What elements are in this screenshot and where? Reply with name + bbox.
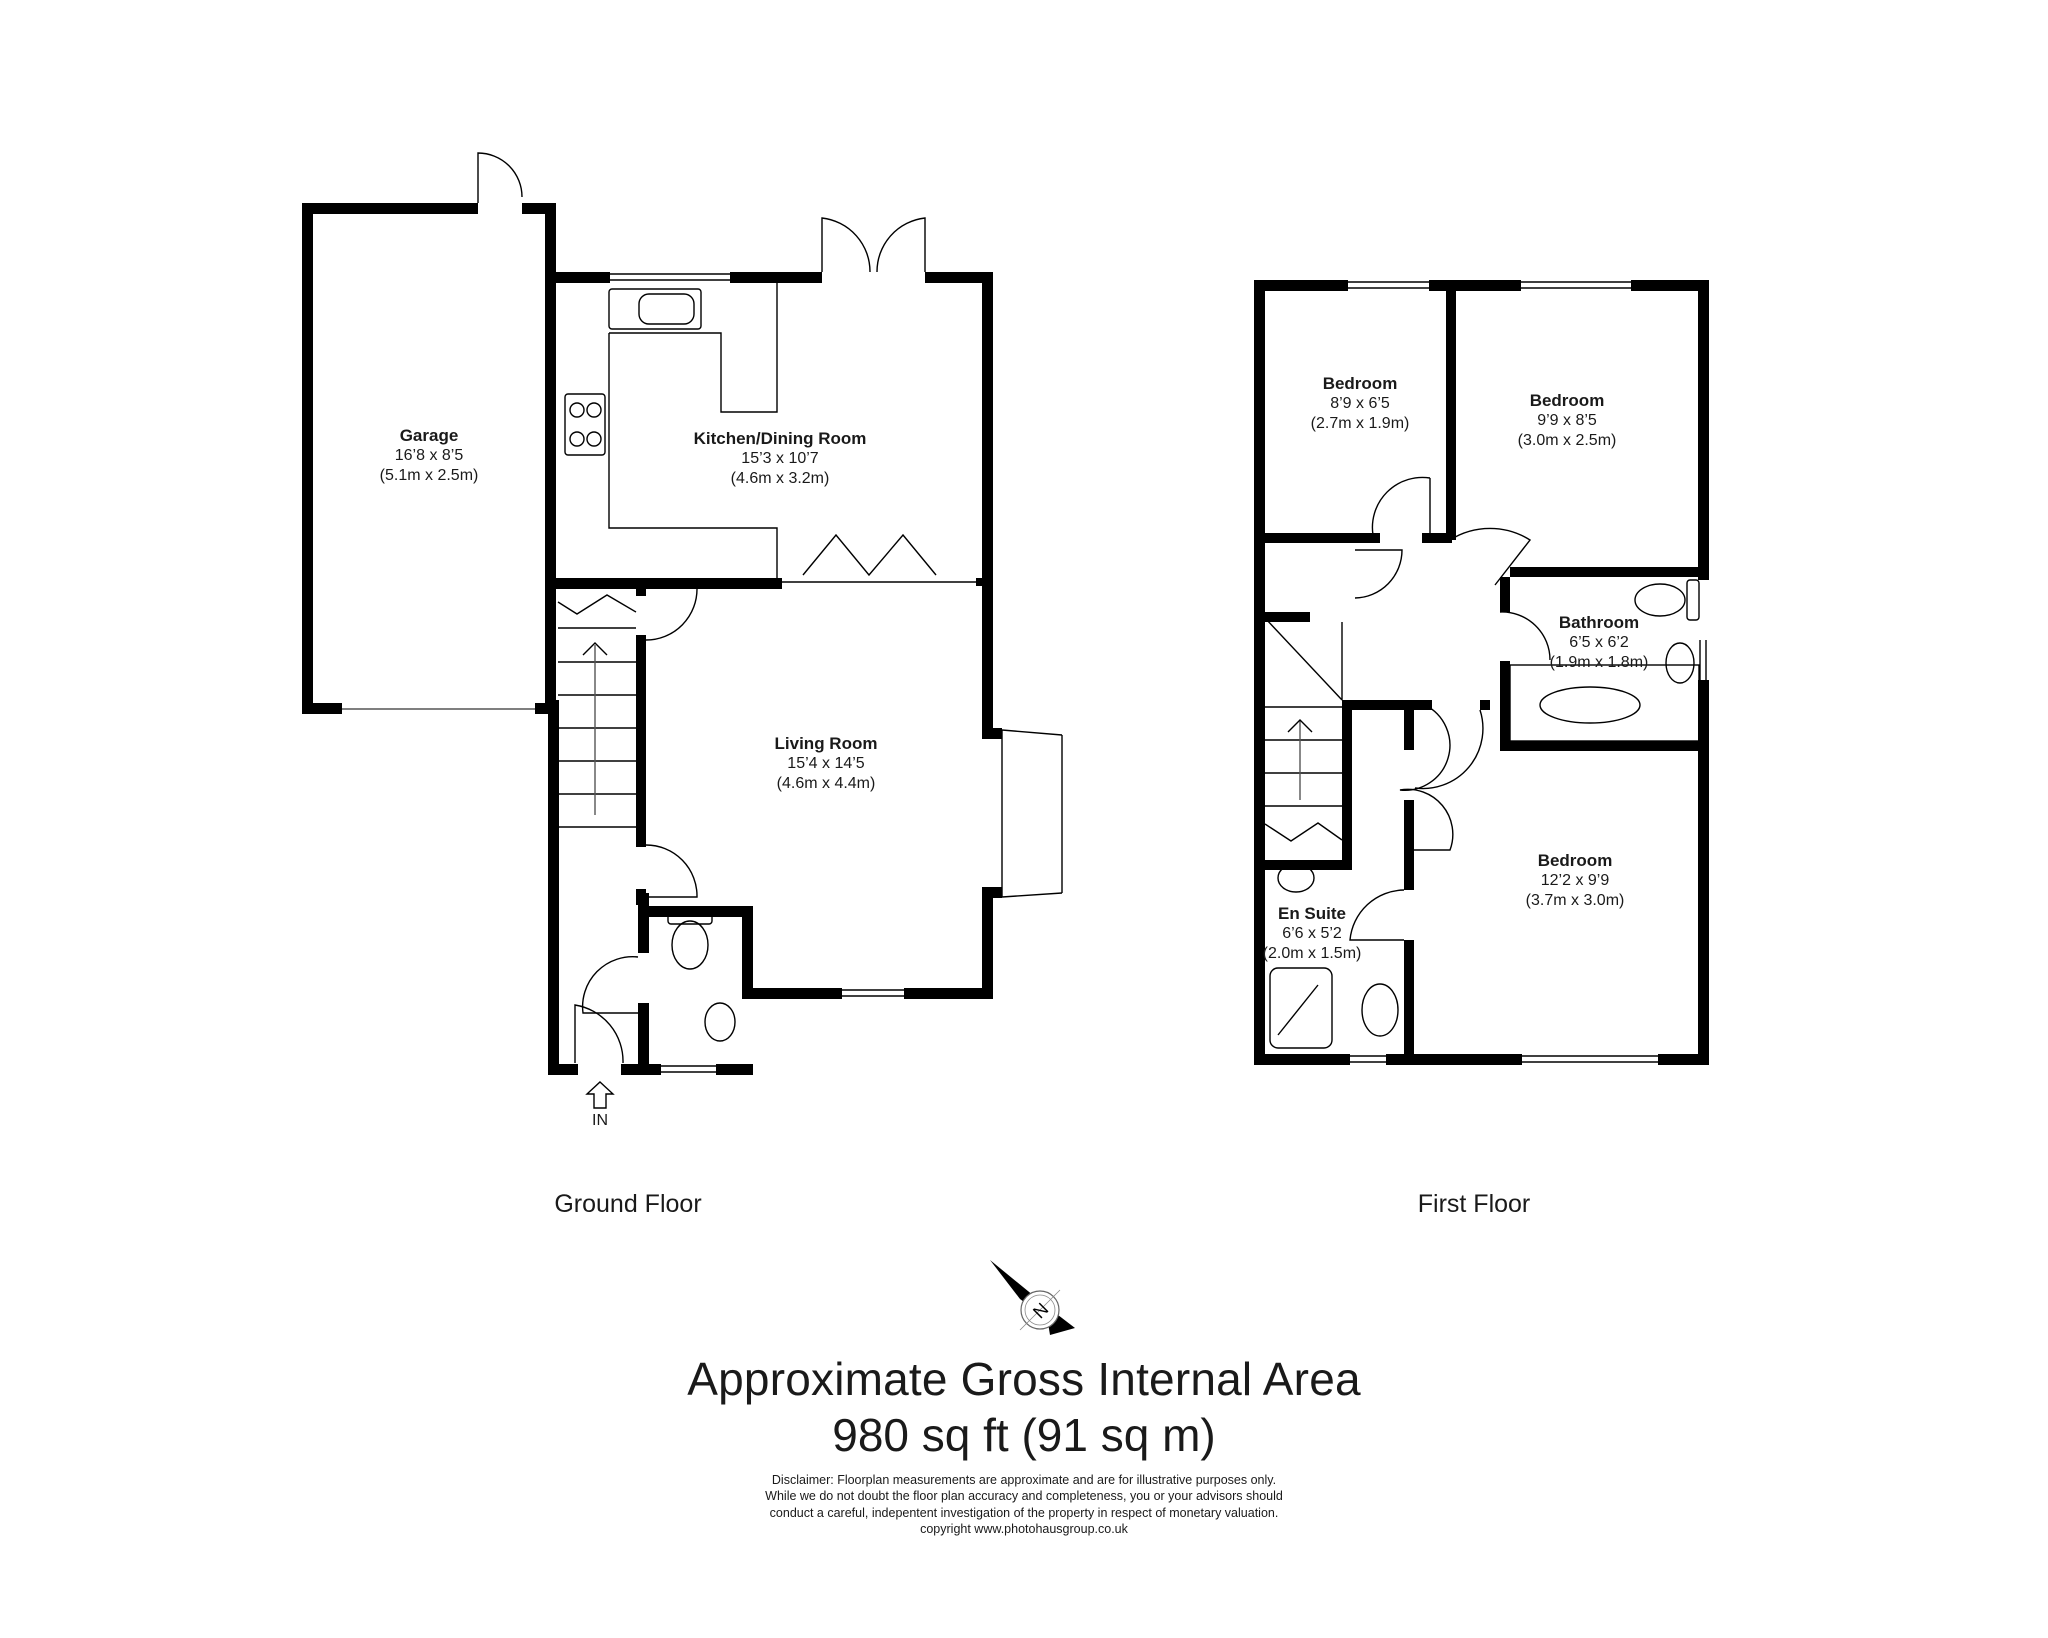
wall <box>982 728 1002 739</box>
room-dimensions-metric: (4.6m x 4.4m) <box>776 775 876 793</box>
room-dimensions-imperial: 12’2 x 9’9 <box>1540 872 1610 890</box>
wall <box>638 893 649 953</box>
toilet <box>671 920 709 970</box>
room-dimensions-imperial: 16’8 x 8’5 <box>394 447 464 465</box>
ground-floor-label: Ground Floor <box>554 1190 702 1218</box>
wall <box>636 635 646 847</box>
area-value: 980 sq ft (91 sq m) <box>832 1409 1216 1461</box>
north-arrow-icon: N <box>990 1260 1075 1335</box>
room-label-main-bedroom: Bedroom 12’2 x 9’9 (3.7m x 3.0m) <box>1526 850 1625 911</box>
kitchen-counter <box>608 283 778 583</box>
kitchen-sink <box>608 288 702 330</box>
wall <box>904 988 993 999</box>
room-label-kitchen-dining: Kitchen/Dining Room 15’3 x 10’7 (4.6m x … <box>694 428 867 489</box>
toilet <box>1361 983 1399 1037</box>
first-floor-label: First Floor <box>1417 1190 1531 1218</box>
staircase <box>557 594 637 828</box>
room-dimensions-metric: (2.7m x 1.9m) <box>1310 415 1410 433</box>
room-dimensions-imperial: 15’3 x 10’7 <box>741 450 819 468</box>
room-name: Bedroom <box>1322 374 1398 393</box>
room-dimensions-metric: (5.1m x 2.5m) <box>379 467 479 485</box>
room-dimensions-metric: (3.7m x 3.0m) <box>1525 892 1625 910</box>
room-label-en-suite: En Suite 6’6 x 5’2 (2.0m x 1.5m) <box>1263 903 1362 964</box>
wall <box>982 272 993 737</box>
disclaimer-line: conduct a careful, indepentent investiga… <box>769 1505 1279 1520</box>
wall <box>636 581 646 596</box>
room-name: Bathroom <box>1558 613 1640 632</box>
wall <box>545 272 556 710</box>
ground-floor-fixtures <box>342 152 1063 1109</box>
first-floor-fixtures <box>1264 281 1707 1063</box>
wall <box>742 910 753 999</box>
disclaimer-line: Disclaimer: Floorplan measurements are a… <box>771 1473 1277 1487</box>
room-name: Kitchen/Dining Room <box>693 429 867 448</box>
garage-side-door <box>477 152 523 203</box>
wall <box>636 889 646 905</box>
wall <box>302 703 342 714</box>
room-name: Bedroom <box>1537 851 1613 870</box>
wall <box>638 1003 649 1073</box>
room-name: Garage <box>399 426 459 445</box>
basin <box>1665 642 1695 684</box>
wall <box>730 272 822 283</box>
room-dimensions-imperial: 6’6 x 5’2 <box>1282 925 1342 943</box>
french-doors <box>821 217 926 273</box>
wall <box>302 203 478 214</box>
disclaimer-line: While we do not doubt the floor plan acc… <box>765 1489 1283 1504</box>
hob <box>564 393 606 456</box>
wall <box>522 203 556 214</box>
bath <box>1539 686 1641 724</box>
bifold-doors <box>802 533 937 577</box>
wall <box>976 578 993 586</box>
room-name: En Suite <box>1277 904 1346 923</box>
area-title: Approximate Gross Internal Area <box>687 1353 1361 1405</box>
room-label-garage: Garage 16’8 x 8’5 (5.1m x 2.5m) <box>380 425 479 486</box>
room-label-bedroom-1: Bedroom 8’9 x 6’5 (2.7m x 1.9m) <box>1311 373 1410 434</box>
wall <box>545 272 610 283</box>
wall <box>982 887 993 998</box>
basin <box>704 1002 736 1042</box>
ground-floor-plan <box>302 203 1002 1075</box>
room-dimensions-metric: (3.0m x 2.5m) <box>1517 432 1617 450</box>
wall <box>742 988 842 999</box>
first-floor-staircase <box>1264 617 1343 842</box>
room-dimensions-imperial: 15’4 x 14’5 <box>787 755 865 773</box>
room-dimensions-imperial: 8’9 x 6’5 <box>1330 395 1390 413</box>
copyright: copyright www.photohausgroup.co.uk <box>920 1521 1128 1536</box>
room-dimensions-metric: (2.0m x 1.5m) <box>1262 945 1362 963</box>
room-label-bedroom-2: Bedroom 9’9 x 8’5 (3.0m x 2.5m) <box>1518 390 1617 451</box>
wall <box>548 700 559 1075</box>
wall <box>535 703 548 714</box>
entrance-label: IN <box>592 1112 608 1129</box>
basin <box>1277 863 1315 893</box>
wall <box>545 203 556 279</box>
room-label-bathroom: Bathroom 6’5 x 6’2 (1.9m x 1.8m) <box>1550 612 1649 673</box>
wall <box>638 906 753 917</box>
room-dimensions-imperial: 9’9 x 8’5 <box>1537 412 1597 430</box>
wall <box>925 272 991 283</box>
entrance-arrow <box>585 1081 615 1109</box>
room-name: Living Room <box>774 734 878 753</box>
wall <box>548 1064 578 1075</box>
toilet <box>1634 583 1686 617</box>
room-label-living-room: Living Room 15’4 x 14’5 (4.6m x 4.4m) <box>775 733 878 794</box>
wall <box>302 203 313 714</box>
wall <box>716 1064 753 1075</box>
wall <box>556 578 782 589</box>
room-dimensions-metric: (1.9m x 1.8m) <box>1549 654 1649 672</box>
first-floor-plan <box>1254 280 1709 1065</box>
disclaimer: Disclaimer: Floorplan measurements are a… <box>704 1472 1344 1537</box>
shower <box>1269 967 1333 1049</box>
room-name: Bedroom <box>1529 391 1605 410</box>
room-dimensions-metric: (4.6m x 3.2m) <box>730 470 830 488</box>
room-dimensions-imperial: 6’5 x 6’2 <box>1569 634 1629 652</box>
